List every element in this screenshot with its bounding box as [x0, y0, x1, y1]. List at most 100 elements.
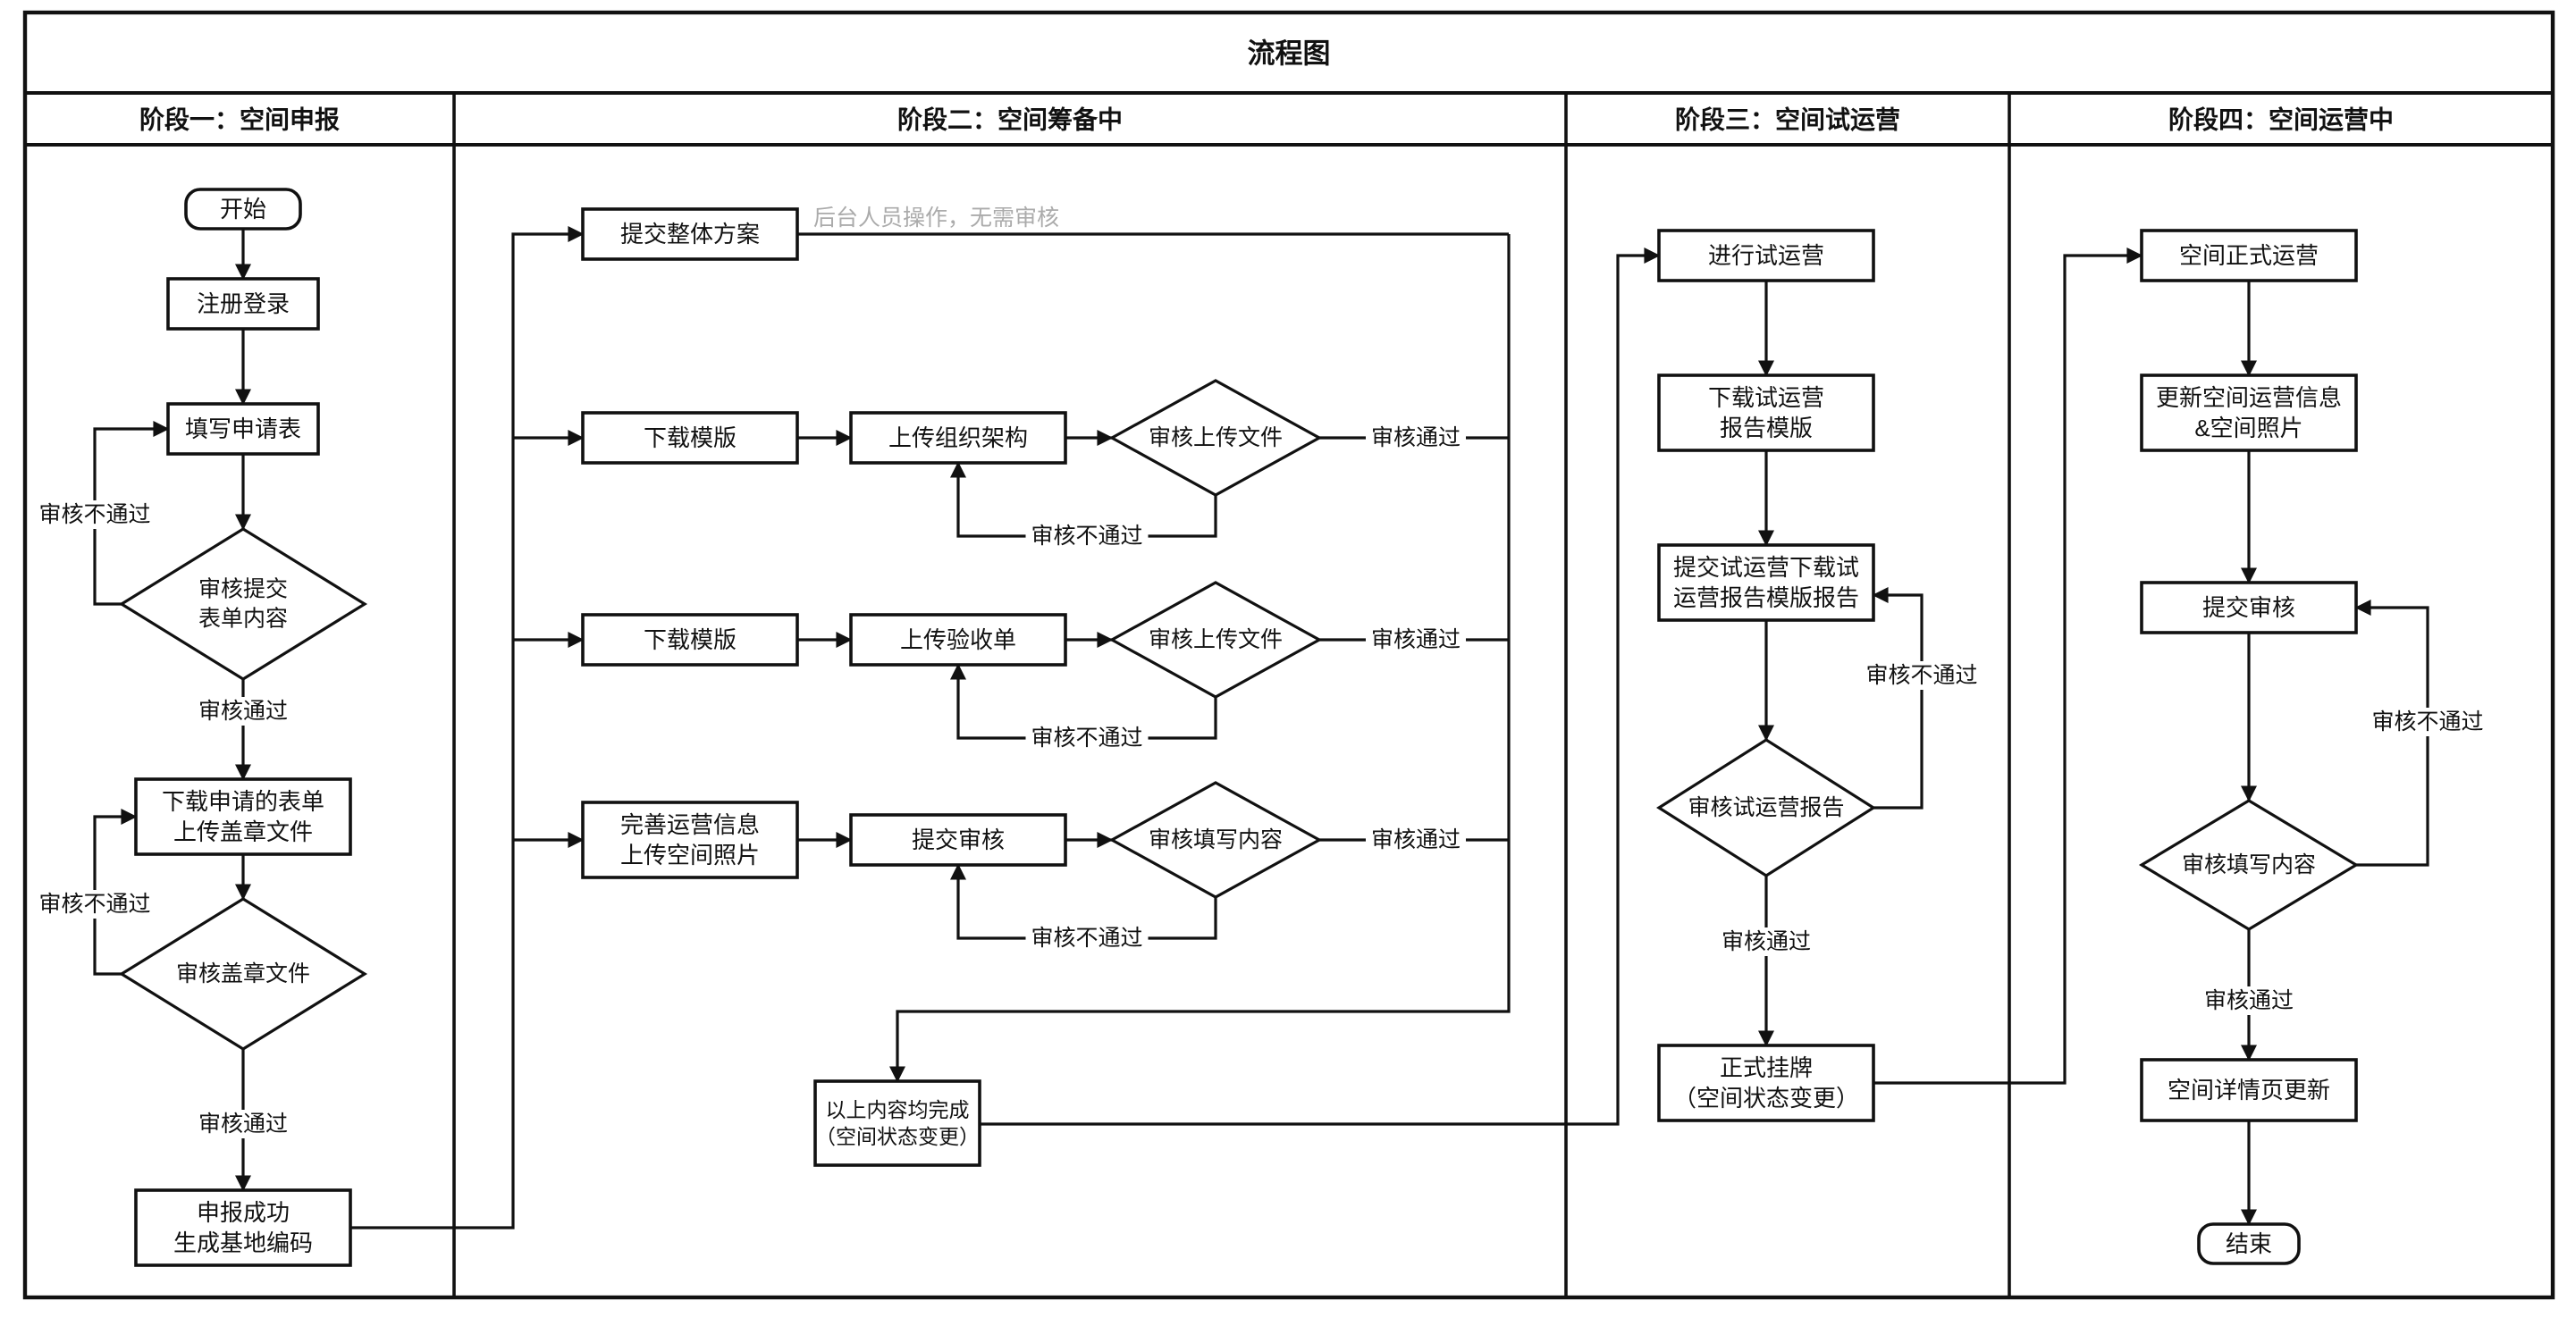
label-reject-content-1-bg	[1025, 924, 1149, 953]
node-review-uploaded-file-2-shape	[1108, 581, 1323, 699]
node-review-sealed-file: 审核盖章文件	[118, 897, 368, 1051]
node-space-official-operation-shape	[2140, 229, 2358, 282]
node-submit-review-2: 提交审核	[2140, 581, 2358, 634]
label-reject-seal-text: 审核不通过	[38, 892, 150, 917]
label-pass-content-1-text: 审核通过	[1371, 827, 1461, 852]
node-space-detail-page-update-shape	[2140, 1058, 2358, 1122]
node-end-shape	[2197, 1222, 2301, 1265]
node-download-form-upload-sealed-label: 下载申请的表单	[162, 788, 324, 815]
node-upload-acceptance-form-shape	[849, 613, 1067, 667]
node-review-filled-content-2-shape	[2138, 799, 2360, 931]
node-download-template-2-shape	[581, 613, 799, 667]
label-pass-file-2-bg	[1366, 625, 1466, 654]
label-pass-trial-bg	[1716, 927, 1816, 956]
label-reject-trial-bg	[1860, 661, 1983, 690]
node-update-operation-info-label: &空间照片	[2194, 415, 2302, 441]
node-review-sealed-file-label: 审核盖章文件	[176, 961, 310, 986]
label-pass-file-2-text: 审核通过	[1371, 627, 1461, 652]
node-submit-review-1: 提交审核	[849, 813, 1067, 867]
label-pass-form: 审核通过	[193, 697, 293, 726]
node-review-trial-report: 审核试运营报告	[1656, 738, 1876, 877]
label-reject-trial: 审核不通过	[1860, 661, 1983, 690]
node-fill-application-form: 填写申请表	[166, 402, 320, 456]
node-review-uploaded-file-1-shape	[1108, 379, 1323, 497]
label-pass-seal-text: 审核通过	[198, 1112, 288, 1137]
node-fill-application-form-label: 填写申请表	[185, 415, 301, 442]
node-official-listing-label: （空间状态变更）	[1673, 1085, 1859, 1112]
node-space-detail-page-update: 空间详情页更新	[2140, 1058, 2358, 1122]
node-upload-acceptance-form: 上传验收单	[849, 613, 1067, 667]
label-reject-seal: 审核不通过	[33, 890, 156, 919]
node-download-form-upload-sealed-label: 上传盖章文件	[173, 818, 313, 845]
node-register-login-shape	[166, 277, 320, 331]
node-space-official-operation-label: 空间正式运营	[2179, 242, 2319, 269]
node-review-uploaded-file-1-label: 审核上传文件	[1149, 425, 1283, 450]
label-reject-form: 审核不通过	[33, 500, 156, 529]
label-pass-content-1: 审核通过	[1366, 826, 1466, 854]
label-pass-seal: 审核通过	[193, 1110, 293, 1138]
label-pass-file-1-bg	[1366, 424, 1466, 452]
node-review-filled-content-1: 审核填写内容	[1108, 781, 1323, 899]
node-download-template-2: 下载模版	[581, 613, 799, 667]
node-all-content-complete-label: （空间状态变更）	[815, 1125, 980, 1148]
label-pass-content-1-bg	[1366, 826, 1466, 854]
node-review-trial-report-label: 审核试运营报告	[1688, 795, 1844, 820]
label-pass-file-1: 审核通过	[1366, 424, 1466, 452]
node-end-label: 结束	[2226, 1230, 2272, 1257]
edge-junction-to-all-complete	[889, 234, 1511, 1083]
edge-listing-to-official-operation	[1873, 248, 2143, 1085]
node-improve-operation-info-label: 完善运营信息	[620, 811, 760, 838]
node-review-uploaded-file-1: 审核上传文件	[1108, 379, 1323, 497]
node-register-login: 注册登录	[166, 277, 320, 331]
node-review-uploaded-file-2: 审核上传文件	[1108, 581, 1323, 699]
node-submit-review-1-shape	[849, 813, 1067, 867]
node-official-listing: 正式挂牌 （空间状态变更）	[1657, 1044, 1875, 1122]
label-pass-seal-bg	[193, 1110, 293, 1138]
label-pass-file-1-text: 审核通过	[1371, 425, 1461, 450]
label-pass-trial-text: 审核通过	[1722, 929, 1811, 954]
node-upload-org-structure: 上传组织架构	[849, 411, 1067, 465]
label-reject-file-1-text: 审核不通过	[1031, 524, 1142, 549]
node-upload-org-structure-shape	[849, 411, 1067, 465]
label-reject-file-2-text: 审核不通过	[1031, 726, 1142, 751]
node-improve-operation-info-shape	[581, 801, 799, 879]
node-official-listing-shape	[1657, 1044, 1875, 1122]
label-reject-file-2: 审核不通过	[1025, 724, 1149, 752]
lane-header-phase-4: 阶段四：空间运营中	[2168, 105, 2394, 134]
node-upload-acceptance-form-label: 上传验收单	[900, 626, 1016, 653]
node-conduct-trial-operation: 进行试运营	[1657, 229, 1875, 282]
node-submit-trial-report-shape	[1657, 543, 1875, 622]
node-review-filled-content-2: 审核填写内容	[2138, 799, 2360, 931]
node-space-detail-page-update-label: 空间详情页更新	[2168, 1077, 2330, 1104]
label-reject-form-bg	[33, 500, 156, 529]
node-submit-trial-report-label: 提交试运营下载试	[1673, 554, 1859, 581]
chart-title: 流程图	[1248, 38, 1331, 70]
node-submit-review-2-label: 提交审核	[2202, 594, 2295, 621]
node-declare-success-label: 生成基地编码	[173, 1229, 313, 1256]
node-submit-overall-plan: 提交整体方案	[581, 207, 799, 261]
node-download-template-1: 下载模版	[581, 411, 799, 465]
node-review-filled-content-1-label: 审核填写内容	[1149, 827, 1283, 852]
lane-header-phase-2: 阶段二：空间筹备中	[897, 105, 1123, 134]
node-review-uploaded-file-2-label: 审核上传文件	[1149, 627, 1283, 652]
node-conduct-trial-operation-label: 进行试运营	[1708, 242, 1824, 269]
node-submit-review-1-label: 提交审核	[912, 827, 1005, 853]
node-all-content-complete: 以上内容均完成（空间状态变更）	[813, 1079, 981, 1167]
node-start: 开始	[184, 188, 302, 231]
node-submit-overall-plan-label: 提交整体方案	[620, 221, 760, 248]
label-reject-file-2-bg	[1025, 724, 1149, 752]
node-official-listing-label: 正式挂牌	[1720, 1054, 1813, 1081]
edge-all-complete-to-trial	[980, 248, 1661, 1126]
nodes-layer: 开始注册登录填写申请表审核提交表单内容下载申请的表单上传盖章文件审核盖章文件申报…	[118, 188, 2360, 1267]
lane-header-phase-1: 阶段一：空间申报	[139, 105, 340, 134]
node-start-shape	[184, 188, 302, 231]
node-review-filled-content-1-shape	[1108, 781, 1323, 899]
node-end: 结束	[2197, 1222, 2301, 1265]
node-update-operation-info-shape	[2140, 373, 2358, 452]
label-reject-trial-text: 审核不通过	[1865, 663, 1977, 688]
